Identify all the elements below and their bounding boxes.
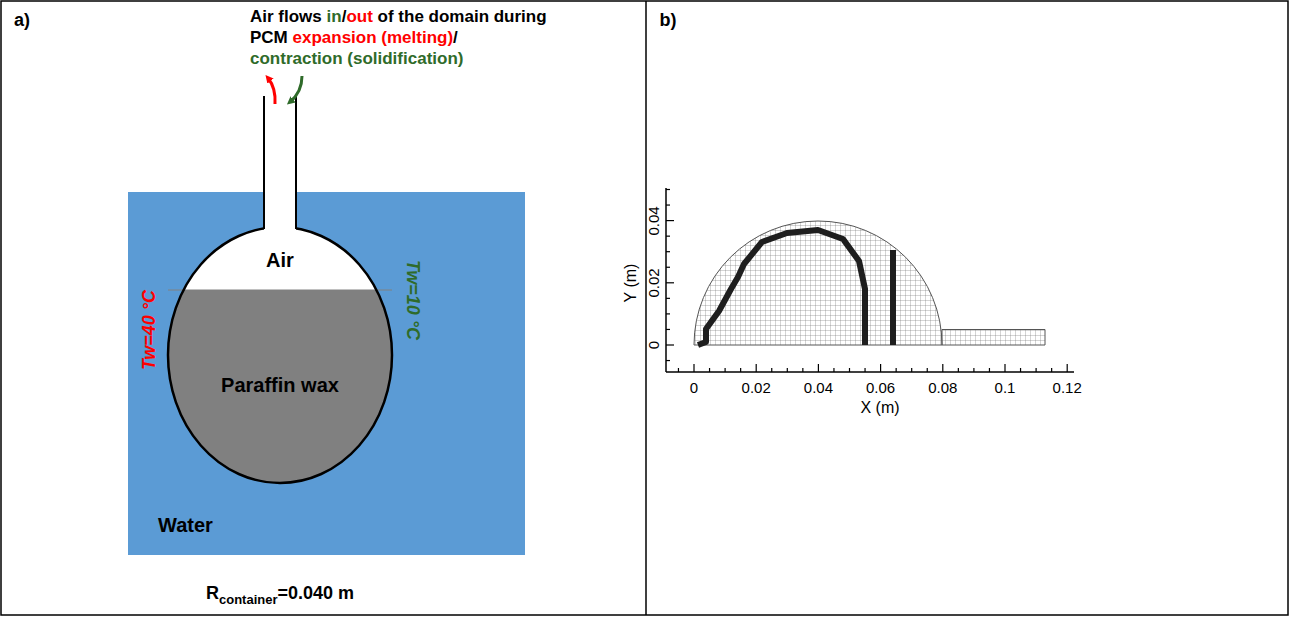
axis-tick	[666, 267, 670, 268]
dimension-text: R	[206, 583, 219, 603]
axis-tick	[709, 368, 710, 372]
axis-title: X (m)	[860, 399, 899, 417]
axis-ticks	[666, 190, 1067, 373]
axis-tick	[818, 364, 819, 372]
axis-tick	[666, 344, 674, 345]
axis-tick	[724, 368, 725, 372]
x-tick-label: 0.08	[928, 379, 957, 396]
note-text: expansion (melting)	[293, 28, 454, 47]
axis-tick	[666, 329, 670, 330]
axis-tick	[911, 368, 912, 372]
axis-title: Y (m)	[622, 264, 640, 303]
axis-tick	[1035, 368, 1036, 372]
panel-label: a)	[14, 10, 30, 31]
axis-tick	[989, 368, 990, 372]
axis-tick	[942, 364, 943, 372]
axis-tick	[666, 220, 674, 221]
panel-label: b)	[660, 10, 677, 31]
axis-tick	[693, 364, 694, 372]
axis-tick	[973, 368, 974, 372]
refined-band	[890, 250, 896, 345]
container-radius: Rcontainer=0.040 m	[206, 583, 354, 607]
axis-tick	[756, 364, 757, 372]
axis-tick	[833, 368, 834, 372]
note-text: out	[346, 7, 372, 26]
vent-tube-wall	[295, 96, 297, 229]
axis-tick	[771, 368, 772, 372]
wall-temperature: Tw=10 °C	[402, 260, 423, 340]
axis-tick	[666, 251, 670, 252]
note-text: in	[327, 7, 342, 26]
x-tick-label: 0.12	[1053, 379, 1082, 396]
note-text: contraction (solidification)	[250, 49, 463, 68]
axis-tick	[880, 364, 881, 372]
wax-region	[168, 290, 392, 483]
x-tick-label: 0.06	[866, 379, 895, 396]
y-tick-label: 0.02	[645, 268, 662, 297]
y-tick-label: 0	[645, 341, 662, 349]
note-text: /	[453, 28, 458, 47]
x-axis	[666, 371, 1074, 373]
axis-tick	[666, 204, 670, 205]
water-bath-region: Water AirParaffin wax	[128, 192, 525, 555]
axis-tick	[678, 368, 679, 372]
x-tick-label: 0	[690, 379, 698, 396]
vent-tube	[264, 96, 296, 236]
paraffin-wax-region: Paraffin wax	[185, 300, 375, 470]
water-bath	[128, 192, 525, 555]
axis-tick	[896, 368, 897, 372]
axis-tick	[802, 368, 803, 372]
subscript: container	[219, 592, 278, 607]
container-wall	[168, 227, 392, 483]
axis-tick	[787, 368, 788, 372]
air-out-arrow	[268, 78, 275, 104]
x-tick-label: 0.1	[995, 379, 1016, 396]
x-tick-label: 0.04	[804, 379, 833, 396]
region-label: Water	[158, 514, 213, 537]
dimension-text: =0.040 m	[277, 583, 354, 603]
region-label: Air	[266, 249, 294, 272]
panel-divider	[645, 1, 647, 615]
axis-tick	[1051, 368, 1052, 372]
wall-temperature: Tw=40 °C	[139, 290, 160, 370]
axis-tick	[666, 282, 674, 283]
note-text: /	[342, 7, 347, 26]
wax-surface	[168, 290, 392, 291]
axis-tick	[1020, 368, 1021, 372]
axis-tick	[927, 368, 928, 372]
axis-tick	[864, 368, 865, 372]
mesh-outline	[694, 221, 1045, 345]
vent-note: Air flowsin/outof the domain during PCMe…	[250, 6, 580, 69]
refined-band	[698, 230, 865, 345]
mesh-grid	[690, 215, 1050, 347]
air-region	[168, 227, 392, 290]
axis-tick	[666, 298, 670, 299]
axis-tick	[1067, 364, 1068, 372]
note-text: Air flows	[250, 7, 322, 26]
axis-tick	[740, 368, 741, 372]
vent-tube-wall	[263, 96, 265, 229]
axis-tick	[666, 360, 670, 361]
air-space: Air	[195, 232, 365, 288]
region-label: Paraffin wax	[221, 374, 339, 397]
axis-tick	[958, 368, 959, 372]
axis-tick	[666, 189, 670, 190]
y-tick-label: 0.04	[645, 206, 662, 235]
air-in-arrow	[290, 76, 302, 102]
axis-tick	[1004, 364, 1005, 372]
axis-tick	[666, 236, 670, 237]
axis-tick	[849, 368, 850, 372]
axis-tick	[666, 313, 670, 314]
x-tick-label: 0.02	[742, 379, 771, 396]
